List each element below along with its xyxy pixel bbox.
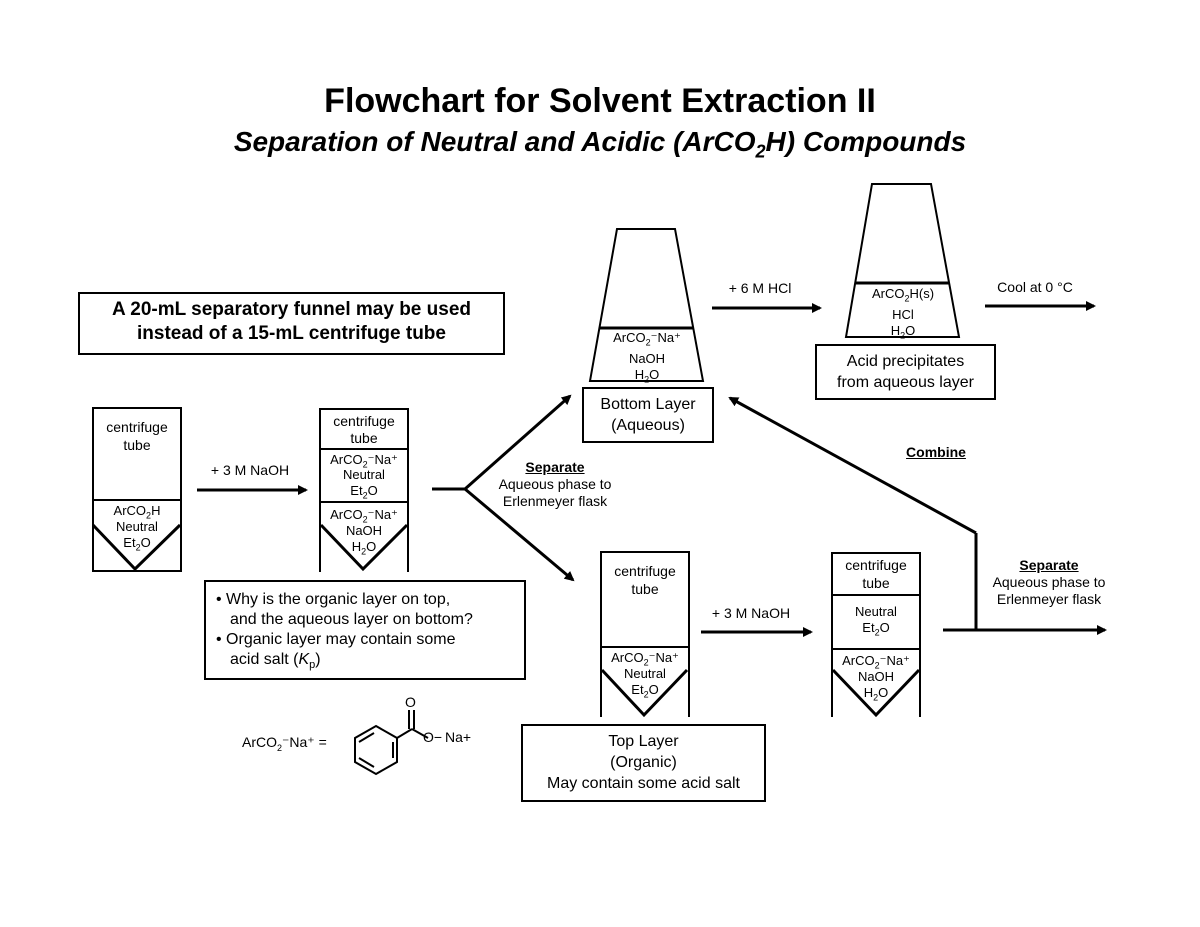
tube1: centrifuge tube <box>92 407 182 525</box>
flask1-contents: ArCO2⁻Na⁺ NaOH H2O <box>613 330 681 385</box>
step1-reagent: + 3 M NaOH <box>210 462 290 478</box>
tube2-bottom <box>319 523 409 572</box>
page-subtitle: Separation of Neutral and Acidic (ArCO2H… <box>233 126 967 162</box>
tube4-bottom <box>831 668 921 718</box>
separate1-label: Separate Aqueous phase to Erlenmeyer fla… <box>498 459 612 509</box>
tube4: centrifuge tube Neutral Et2O ArCO2⁻Na⁺ N… <box>831 552 921 717</box>
structure-lhs: ArCO2⁻Na⁺ = <box>242 734 327 753</box>
combine-label: Combine <box>906 444 966 460</box>
tube1-bottom <box>91 523 182 572</box>
structure-o-minus: O− <box>423 729 443 745</box>
arrow-to-bottom-layer <box>464 394 572 491</box>
tube2: centrifuge tube ArCO2⁻Na⁺ Neutral Et2O A… <box>319 408 409 572</box>
tube3-bottom <box>600 668 689 718</box>
bottom-layer-box: Bottom Layer (Aqueous) <box>582 387 714 443</box>
benzoate-structure <box>354 710 429 776</box>
arrow-to-top-layer <box>464 487 575 582</box>
hcl-reagent: + 6 M HCl <box>728 280 792 296</box>
step2-reagent: + 3 M NaOH <box>711 605 791 621</box>
structure-na: Na+ <box>445 729 472 745</box>
funnel-note: A 20-mL separatory funnel may be used in… <box>78 292 505 355</box>
page-title: Flowchart for Solvent Extraction II <box>324 82 876 120</box>
tube1-lower: ArCO2H Neutral Et2O <box>92 497 182 572</box>
cool-label: Cool at 0 °C <box>997 279 1073 295</box>
separate2-label: Separate Aqueous phase to Erlenmeyer fla… <box>992 557 1106 607</box>
structure-o-top: O <box>405 694 416 710</box>
questions-box: • Why is the organic layer on top, and t… <box>204 580 526 680</box>
flask2-outline <box>844 183 961 338</box>
top-layer-box: Top Layer (Organic) May contain some aci… <box>521 724 766 802</box>
flask2-contents: ArCO2H(s) HCl H2O <box>871 286 935 341</box>
arrow-combine <box>728 396 977 535</box>
tube3: centrifuge tube ArCO2⁻Na⁺ Neutral Et2O <box>600 551 690 717</box>
precipitate-box: Acid precipitates from aqueous layer <box>815 344 996 400</box>
flask1-outline <box>588 228 705 382</box>
